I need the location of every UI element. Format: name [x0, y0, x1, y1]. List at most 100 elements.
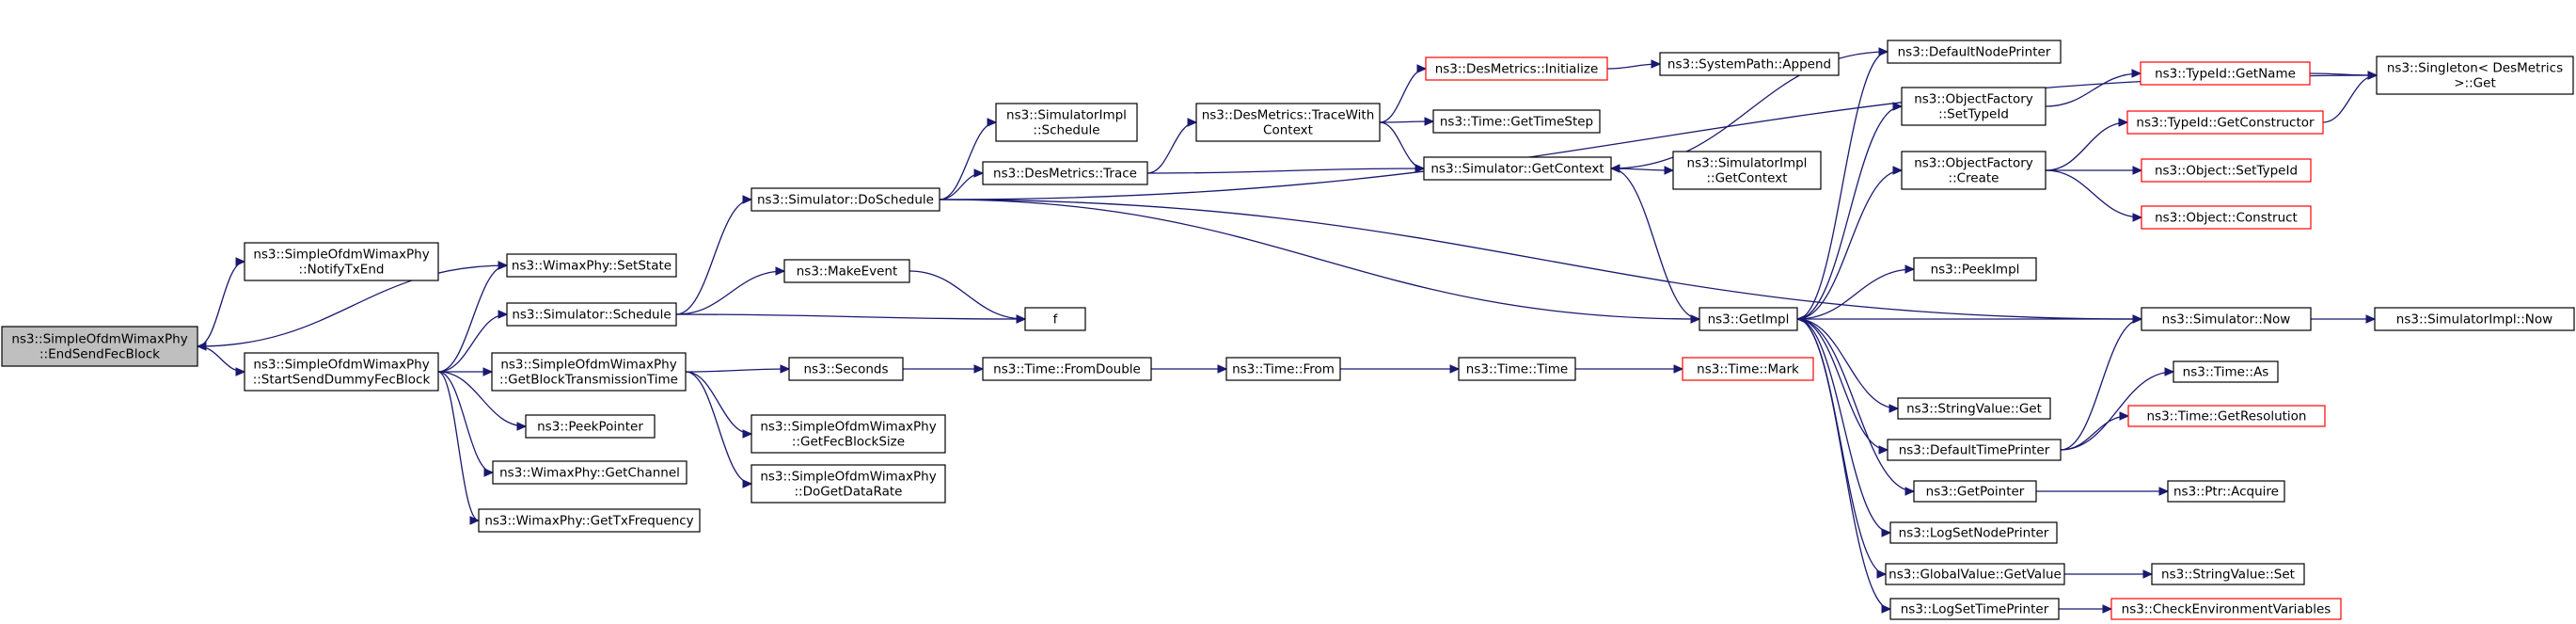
node-label: ns3::DesMetrics::Initialize: [1435, 62, 1599, 77]
node-objFactCreate[interactable]: ns3::ObjectFactory::Create: [1901, 151, 2047, 190]
edge-getImpl-stringValueGet: [1796, 318, 1900, 413]
node-objFactSetTypeId[interactable]: ns3::ObjectFactory::SetTypeId: [1901, 87, 2047, 126]
edge-root-startSendDummy: [196, 342, 246, 376]
node-getTxFreq[interactable]: ns3::WimaxPhy::GetTxFrequency: [478, 508, 701, 533]
node-label: ns3::SimulatorImpl: [1006, 108, 1127, 123]
node-box: [982, 161, 1148, 185]
node-label: ns3::Simulator::DoSchedule: [757, 193, 934, 208]
node-simNow[interactable]: ns3::Simulator::Now: [2141, 307, 2312, 331]
node-box: [2127, 405, 2326, 427]
edge-startSendDummy-setState: [437, 261, 509, 373]
node-getChannel[interactable]: ns3::WimaxPhy::GetChannel: [492, 460, 687, 485]
node-defaultNodePrinter[interactable]: ns3::DefaultNodePrinter: [1887, 40, 2062, 64]
node-makeEvent[interactable]: ns3::MakeEvent: [783, 259, 910, 283]
edge-objFactCreate-typeIdGetCtor: [2045, 118, 2129, 171]
node-timeGetResolution[interactable]: ns3::Time::GetResolution: [2127, 405, 2326, 427]
node-label: ns3::Time::FromDouble: [993, 362, 1141, 377]
node-root: ns3::SimpleOfdmWimaxPhy::EndSendFecBlock: [1, 326, 198, 367]
node-label: ::GetBlockTransmissionTime: [499, 373, 678, 388]
edge-desTraceWithCtx-simGetContext: [1379, 121, 1426, 173]
edge-desInit-sysPathAppend: [1606, 59, 1662, 70]
node-box: [1913, 480, 2037, 503]
node-singletonGet[interactable]: ns3::Singleton< DesMetrics >::Get: [2376, 56, 2574, 95]
node-box: [995, 103, 1138, 142]
node-sysPathAppend[interactable]: ns3::SystemPath::Append: [1659, 52, 1840, 76]
node-checkEnvVars[interactable]: ns3::CheckEnvironmentVariables: [2110, 598, 2342, 620]
edge-root-notifyTxEnd: [197, 257, 246, 347]
node-box: [1887, 439, 2062, 461]
node-label: ns3::PeekImpl: [1931, 263, 2020, 278]
edge-simSchedule-f: [675, 313, 1027, 324]
node-box: [2374, 307, 2575, 331]
node-getTimeStep[interactable]: ns3::Time::GetTimeStep: [1432, 109, 1601, 134]
node-getFecBlockSize[interactable]: ns3::SimpleOfdmWimaxPhy::GetFecBlockSize: [751, 414, 946, 454]
edge-getImpl-logSetTimePrinter: [1796, 318, 1892, 614]
node-simImplGetContext[interactable]: ns3::SimulatorImpl::GetContext: [1672, 151, 1822, 190]
node-simSchedule[interactable]: ns3::Simulator::Schedule: [506, 302, 677, 327]
edge-getBlockTx-seconds: [685, 364, 791, 374]
node-box: [751, 464, 946, 504]
edge-defaultTimePrinter-simNow: [2060, 314, 2143, 451]
node-f[interactable]: f: [1024, 307, 1086, 331]
edge-startSendDummy-peekPointer: [437, 371, 528, 431]
node-peekImpl[interactable]: ns3::PeekImpl: [1913, 257, 2037, 281]
node-objectConstruct[interactable]: ns3::Object::Construct: [2141, 205, 2312, 230]
node-getImpl[interactable]: ns3::GetImpl: [1699, 307, 1798, 331]
node-doGetDataRate[interactable]: ns3::SimpleOfdmWimaxPhy::DoGetDataRate: [751, 464, 946, 504]
node-timeMark[interactable]: ns3::Time::Mark: [1682, 357, 1814, 381]
node-label: ns3::GetImpl: [1708, 312, 1790, 328]
node-label: ns3::Time::GetResolution: [2146, 409, 2306, 424]
node-getBlockTx[interactable]: ns3::SimpleOfdmWimaxPhy::GetBlockTransmi…: [491, 352, 687, 392]
nodes-layer: ns3::SimpleOfdmWimaxPhy::EndSendFecBlock…: [1, 40, 2575, 620]
node-typeIdGetName[interactable]: ns3::TypeId::GetName: [2140, 61, 2311, 86]
edge-doSchedule-desTrace: [939, 168, 985, 200]
node-label: ::Schedule: [1033, 123, 1099, 138]
node-label: >::Get: [2454, 76, 2495, 91]
node-label: ns3::LogSetNodePrinter: [1899, 526, 2049, 541]
node-box: [2173, 360, 2279, 383]
node-desTrace[interactable]: ns3::DesMetrics::Trace: [982, 161, 1148, 185]
node-box: [1672, 151, 1822, 190]
node-defaultTimePrinter[interactable]: ns3::DefaultTimePrinter: [1887, 439, 2062, 461]
node-notifyTxEnd[interactable]: ns3::SimpleOfdmWimaxPhy::NotifyTxEnd: [244, 242, 439, 281]
edge-globalValueGetValue-stringValueSet: [2064, 569, 2154, 579]
node-label: ns3::DefaultTimePrinter: [1899, 443, 2050, 458]
node-label: ns3::DefaultNodePrinter: [1898, 45, 2051, 60]
node-stringValueGet[interactable]: ns3::StringValue::Get: [1897, 397, 2051, 420]
node-logSetNodePrinter[interactable]: ns3::LogSetNodePrinter: [1889, 521, 2058, 544]
edges-layer: [196, 47, 2378, 614]
node-label: ::DoGetDataRate: [794, 485, 902, 500]
node-typeIdGetCtor[interactable]: ns3::TypeId::GetConstructor: [2126, 110, 2324, 135]
node-peekPointer[interactable]: ns3::PeekPointer: [525, 414, 656, 439]
node-stringValueSet[interactable]: ns3::StringValue::Set: [2151, 563, 2305, 585]
node-fromDouble[interactable]: ns3::Time::FromDouble: [982, 357, 1152, 381]
node-box: [1889, 521, 2058, 544]
node-doSchedule[interactable]: ns3::Simulator::DoSchedule: [751, 187, 940, 212]
node-box: [2110, 598, 2342, 620]
node-timeAs[interactable]: ns3::Time::As: [2173, 360, 2279, 383]
node-label: ns3::Object::Construct: [2155, 211, 2298, 226]
node-simImplNow[interactable]: ns3::SimulatorImpl::Now: [2374, 307, 2575, 331]
node-timeTime[interactable]: ns3::Time::Time: [1458, 357, 1576, 381]
node-ptrAcquire[interactable]: ns3::Ptr::Acquire: [2167, 480, 2285, 503]
node-getPointer[interactable]: ns3::GetPointer: [1913, 480, 2037, 503]
node-globalValueGetValue[interactable]: ns3::GlobalValue::GetValue: [1885, 563, 2065, 585]
node-box: [244, 242, 439, 281]
node-seconds[interactable]: ns3::Seconds: [788, 357, 904, 381]
edge-getBlockTx-getFecBlockSize: [685, 371, 753, 439]
node-desInit[interactable]: ns3::DesMetrics::Initialize: [1425, 56, 1608, 81]
node-startSendDummy[interactable]: ns3::SimpleOfdmWimaxPhy::StartSendDummyF…: [244, 352, 439, 392]
node-objectSetTypeId[interactable]: ns3::Object::SetTypeId: [2141, 158, 2312, 183]
node-box: [1897, 397, 2051, 420]
node-label: ns3::SimpleOfdmWimaxPhy: [11, 332, 187, 347]
edge-simGetContext-getImpl: [1610, 168, 1701, 324]
node-label: ns3::GlobalValue::GetValue: [1889, 568, 2062, 583]
node-simGetContext[interactable]: ns3::Simulator::GetContext: [1423, 156, 1612, 181]
edge-startSendDummy-getTxFreq: [437, 371, 481, 525]
node-logSetTimePrinter[interactable]: ns3::LogSetTimePrinter: [1889, 598, 2060, 620]
node-setState[interactable]: ns3::WimaxPhy::SetState: [506, 253, 677, 278]
node-timeFrom[interactable]: ns3::Time::From: [1225, 357, 1341, 381]
node-simImplSchedule[interactable]: ns3::SimulatorImpl::Schedule: [995, 103, 1138, 142]
